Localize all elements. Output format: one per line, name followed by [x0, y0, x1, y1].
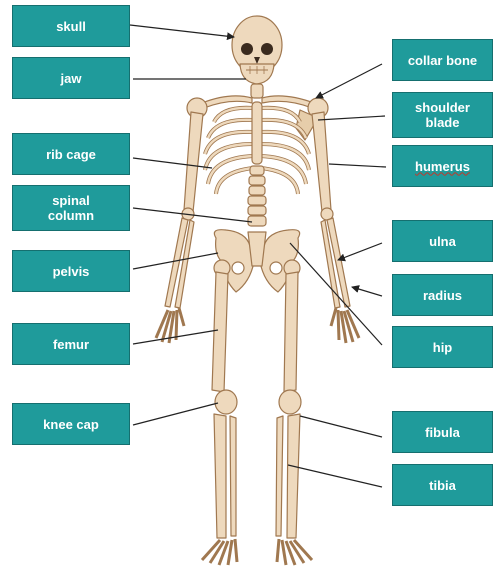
label-rib-cage: rib cage [12, 133, 130, 175]
label-humerus: humerus [392, 145, 493, 187]
label-radius: radius [392, 274, 493, 316]
femur-left [212, 272, 228, 392]
cut-off-caption [0, 558, 494, 569]
arrow-knee-cap [133, 403, 218, 425]
arrow-shoulder-blade [318, 116, 385, 120]
sternum-bone [252, 102, 262, 164]
arrow-radius [352, 287, 382, 296]
knee-cap-left [215, 390, 237, 414]
label-hip: hip [392, 326, 493, 368]
label-skull: skull [12, 5, 130, 47]
label-tibia: tibia [392, 464, 493, 506]
jaw-bone [240, 64, 274, 84]
arrow-fibula [300, 416, 382, 437]
spinal-column-bones [248, 166, 266, 226]
arrow-rib-cage [133, 158, 212, 168]
tibia-right [287, 414, 300, 538]
label-humerus-text: humerus [415, 159, 470, 174]
knee-cap-right [279, 390, 301, 414]
fibula-right [276, 416, 283, 536]
skeleton-figure [156, 16, 359, 565]
arrow-skull [130, 25, 234, 37]
arrow-collar-bone [316, 64, 382, 98]
label-pelvis: pelvis [12, 250, 130, 292]
label-collar-bone: collar bone [392, 39, 493, 81]
humerus-left [184, 112, 203, 212]
label-fibula: fibula [392, 411, 493, 453]
arrow-tibia [288, 465, 382, 487]
humerus-right [312, 112, 331, 212]
label-knee-cap: knee cap [12, 403, 130, 445]
label-jaw: jaw [12, 57, 130, 99]
arrow-humerus [329, 164, 386, 167]
label-shoulder-blade: shoulder blade [392, 92, 493, 138]
neck-vertebrae [251, 84, 263, 98]
femur-right [284, 272, 298, 392]
label-ulna: ulna [392, 220, 493, 262]
arrow-ulna [338, 243, 382, 260]
fibula-left [230, 416, 236, 536]
tibia-left [214, 414, 226, 538]
hand-right [331, 308, 359, 343]
label-femur: femur [12, 323, 130, 365]
label-spinal-column: spinal column [12, 185, 130, 231]
